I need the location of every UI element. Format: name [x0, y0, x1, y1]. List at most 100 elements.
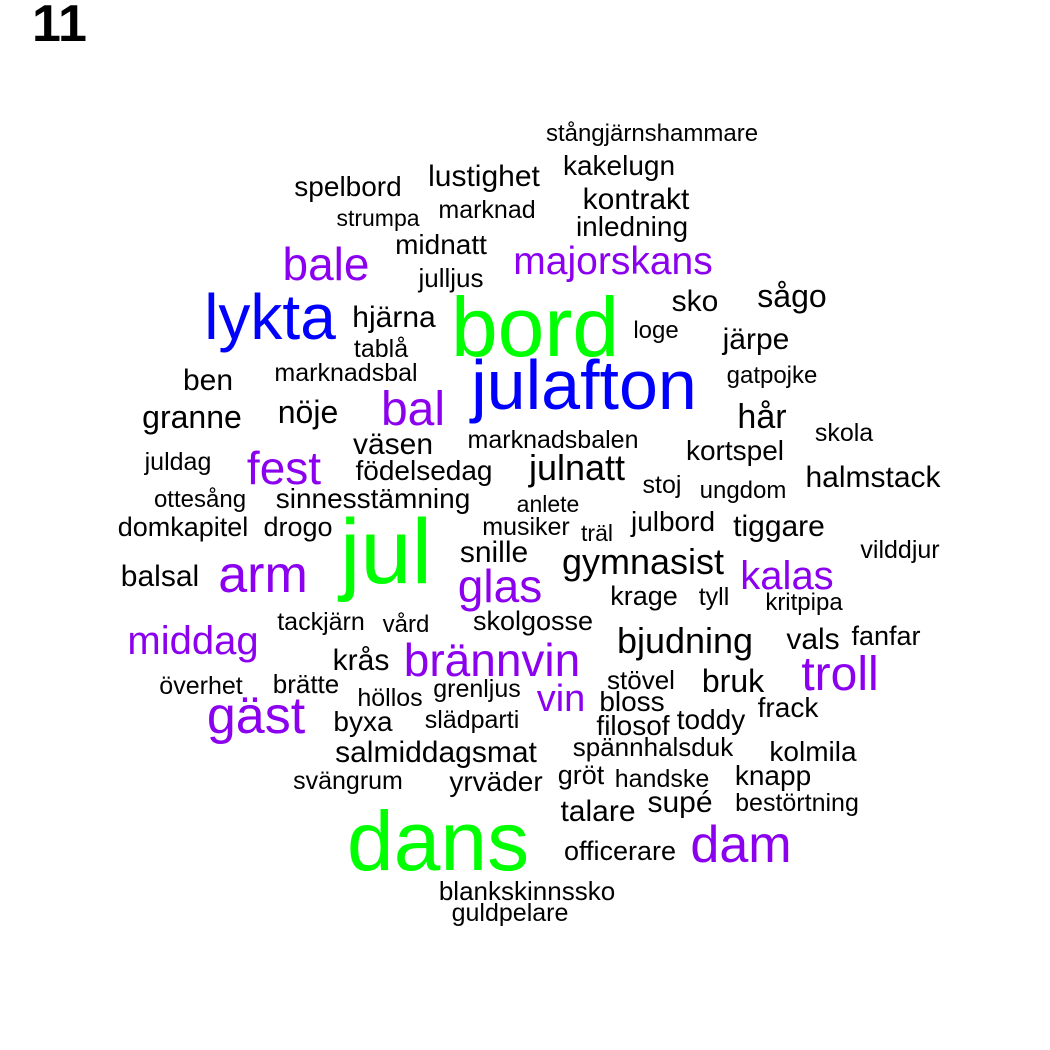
word-vilddjur: vilddjur	[860, 536, 940, 564]
word-majorskans: majorskans	[513, 240, 713, 283]
word-bale: bale	[282, 238, 370, 290]
word-troll: troll	[801, 648, 879, 701]
word-jarpe: järpe	[722, 323, 790, 356]
word-bal: bal	[380, 383, 446, 436]
word-yrvader: yrväder	[449, 766, 543, 797]
word-julbord: julbord	[630, 506, 716, 537]
word-bruk: bruk	[701, 663, 765, 699]
word-fanfar: fanfar	[851, 621, 921, 651]
word-skolgosse: skolgosse	[472, 606, 594, 636]
word-middag: middag	[127, 619, 259, 663]
word-marknad: marknad	[438, 196, 536, 224]
word-ottesang: ottesång	[153, 486, 247, 513]
word-talare: talare	[560, 795, 636, 828]
word-loge: loge	[633, 317, 679, 344]
word-marknadsbalen: marknadsbalen	[467, 426, 639, 454]
word-bratte: brätte	[272, 669, 340, 699]
word-handske: handske	[614, 765, 710, 793]
word-lykta: lykta	[204, 281, 336, 353]
word-halmstack: halmstack	[805, 461, 941, 494]
word-kritpipa: kritpipa	[765, 589, 843, 616]
word-domkapitel: domkapitel	[117, 512, 249, 542]
word-salmiddagsmat: salmiddagsmat	[335, 736, 537, 769]
word-kalas: kalas	[740, 554, 834, 598]
word-juldag: juldag	[144, 448, 212, 476]
word-fodelsedag: födelsedag	[355, 455, 493, 486]
word-spelbord: spelbord	[294, 171, 402, 202]
word-krage: krage	[610, 581, 678, 611]
word-sladparti: slädparti	[424, 706, 520, 734]
word-skola: skola	[814, 419, 874, 447]
word-grenljus: grenljus	[433, 675, 521, 703]
word-bloss: bloss	[599, 686, 665, 717]
word-glas: glas	[457, 560, 543, 612]
word-vin: vin	[536, 678, 586, 720]
word-spannhalsduk: spännhalsduk	[572, 732, 734, 762]
word-tabla: tablå	[353, 335, 409, 363]
word-hollos: höllos	[357, 684, 423, 712]
word-dans: dans	[346, 794, 530, 888]
word-filosof: filosof	[596, 710, 670, 741]
word-gast: gäst	[206, 687, 306, 745]
word-bord: bord	[450, 280, 620, 374]
word-frack: frack	[757, 692, 819, 723]
word-tiggare: tiggare	[733, 510, 825, 543]
word-supe: supé	[647, 786, 713, 819]
word-kontrakt: kontrakt	[582, 183, 690, 216]
word-har: hår	[737, 398, 787, 436]
word-kras: krås	[332, 644, 390, 677]
word-kolmila: kolmila	[769, 736, 857, 767]
word-musiker: musiker	[482, 513, 570, 541]
word-fest: fest	[246, 442, 322, 494]
word-bestortning: bestörtning	[735, 789, 859, 817]
word-marknadsbal: marknadsbal	[274, 359, 418, 387]
word-sko: sko	[671, 285, 719, 318]
word-jul: jul	[339, 501, 433, 603]
word-tyll: tyll	[698, 583, 730, 611]
word-gymnasist: gymnasist	[561, 541, 725, 582]
word-arm: arm	[218, 546, 308, 604]
word-svangrum: svängrum	[293, 767, 403, 795]
word-balsal: balsal	[120, 560, 200, 593]
word-guldpelare: guldpelare	[451, 899, 569, 927]
word-sago: sågo	[757, 278, 827, 314]
word-toddy: toddy	[676, 704, 746, 735]
word-tackjarn: tackjärn	[277, 608, 365, 636]
word-vals: vals	[786, 623, 840, 656]
word-noje: nöje	[277, 394, 339, 430]
word-drogo: drogo	[263, 512, 333, 542]
word-julljus: julljus	[418, 263, 484, 293]
word-gatpojke: gatpojke	[726, 362, 818, 389]
word-ben: ben	[182, 364, 234, 397]
word-stangjarnshammare: stångjärnshammare	[545, 120, 759, 147]
word-knapp: knapp	[734, 760, 812, 791]
word-bjudning: bjudning	[616, 620, 754, 661]
word-inledning: inledning	[575, 211, 689, 242]
word-granne: granne	[142, 399, 242, 435]
word-overhet: överhet	[159, 672, 243, 700]
word-julnatt: julnatt	[528, 447, 626, 488]
word-ungdom: ungdom	[699, 477, 787, 504]
word-kakelugn: kakelugn	[562, 150, 676, 181]
word-officerare: officerare	[563, 836, 677, 866]
panel-label: 11	[32, 0, 87, 53]
word-julafton: julafton	[471, 346, 697, 424]
word-dam: dam	[690, 816, 792, 874]
word-tral: träl	[581, 520, 613, 546]
word-stoj: stoj	[642, 471, 682, 499]
word-kortspel: kortspel	[685, 435, 785, 466]
word-lustighet: lustighet	[428, 160, 540, 193]
word-byxa: byxa	[333, 706, 393, 737]
word-strumpa: strumpa	[336, 205, 420, 231]
word-snille: snille	[459, 536, 529, 569]
word-sinnesstamning: sinnesstämning	[275, 483, 471, 514]
word-anlete: anlete	[516, 491, 580, 517]
word-hjarna: hjärna	[352, 301, 436, 334]
word-grot: gröt	[557, 760, 605, 790]
word-vasen: väsen	[352, 428, 434, 461]
word-vard: vård	[382, 611, 430, 638]
word-midnatt: midnatt	[395, 229, 487, 260]
word-stovel: stövel	[607, 665, 675, 695]
word-brannvin: brännvin	[403, 634, 581, 686]
word-blankskinnssko: blankskinnssko	[438, 876, 616, 906]
